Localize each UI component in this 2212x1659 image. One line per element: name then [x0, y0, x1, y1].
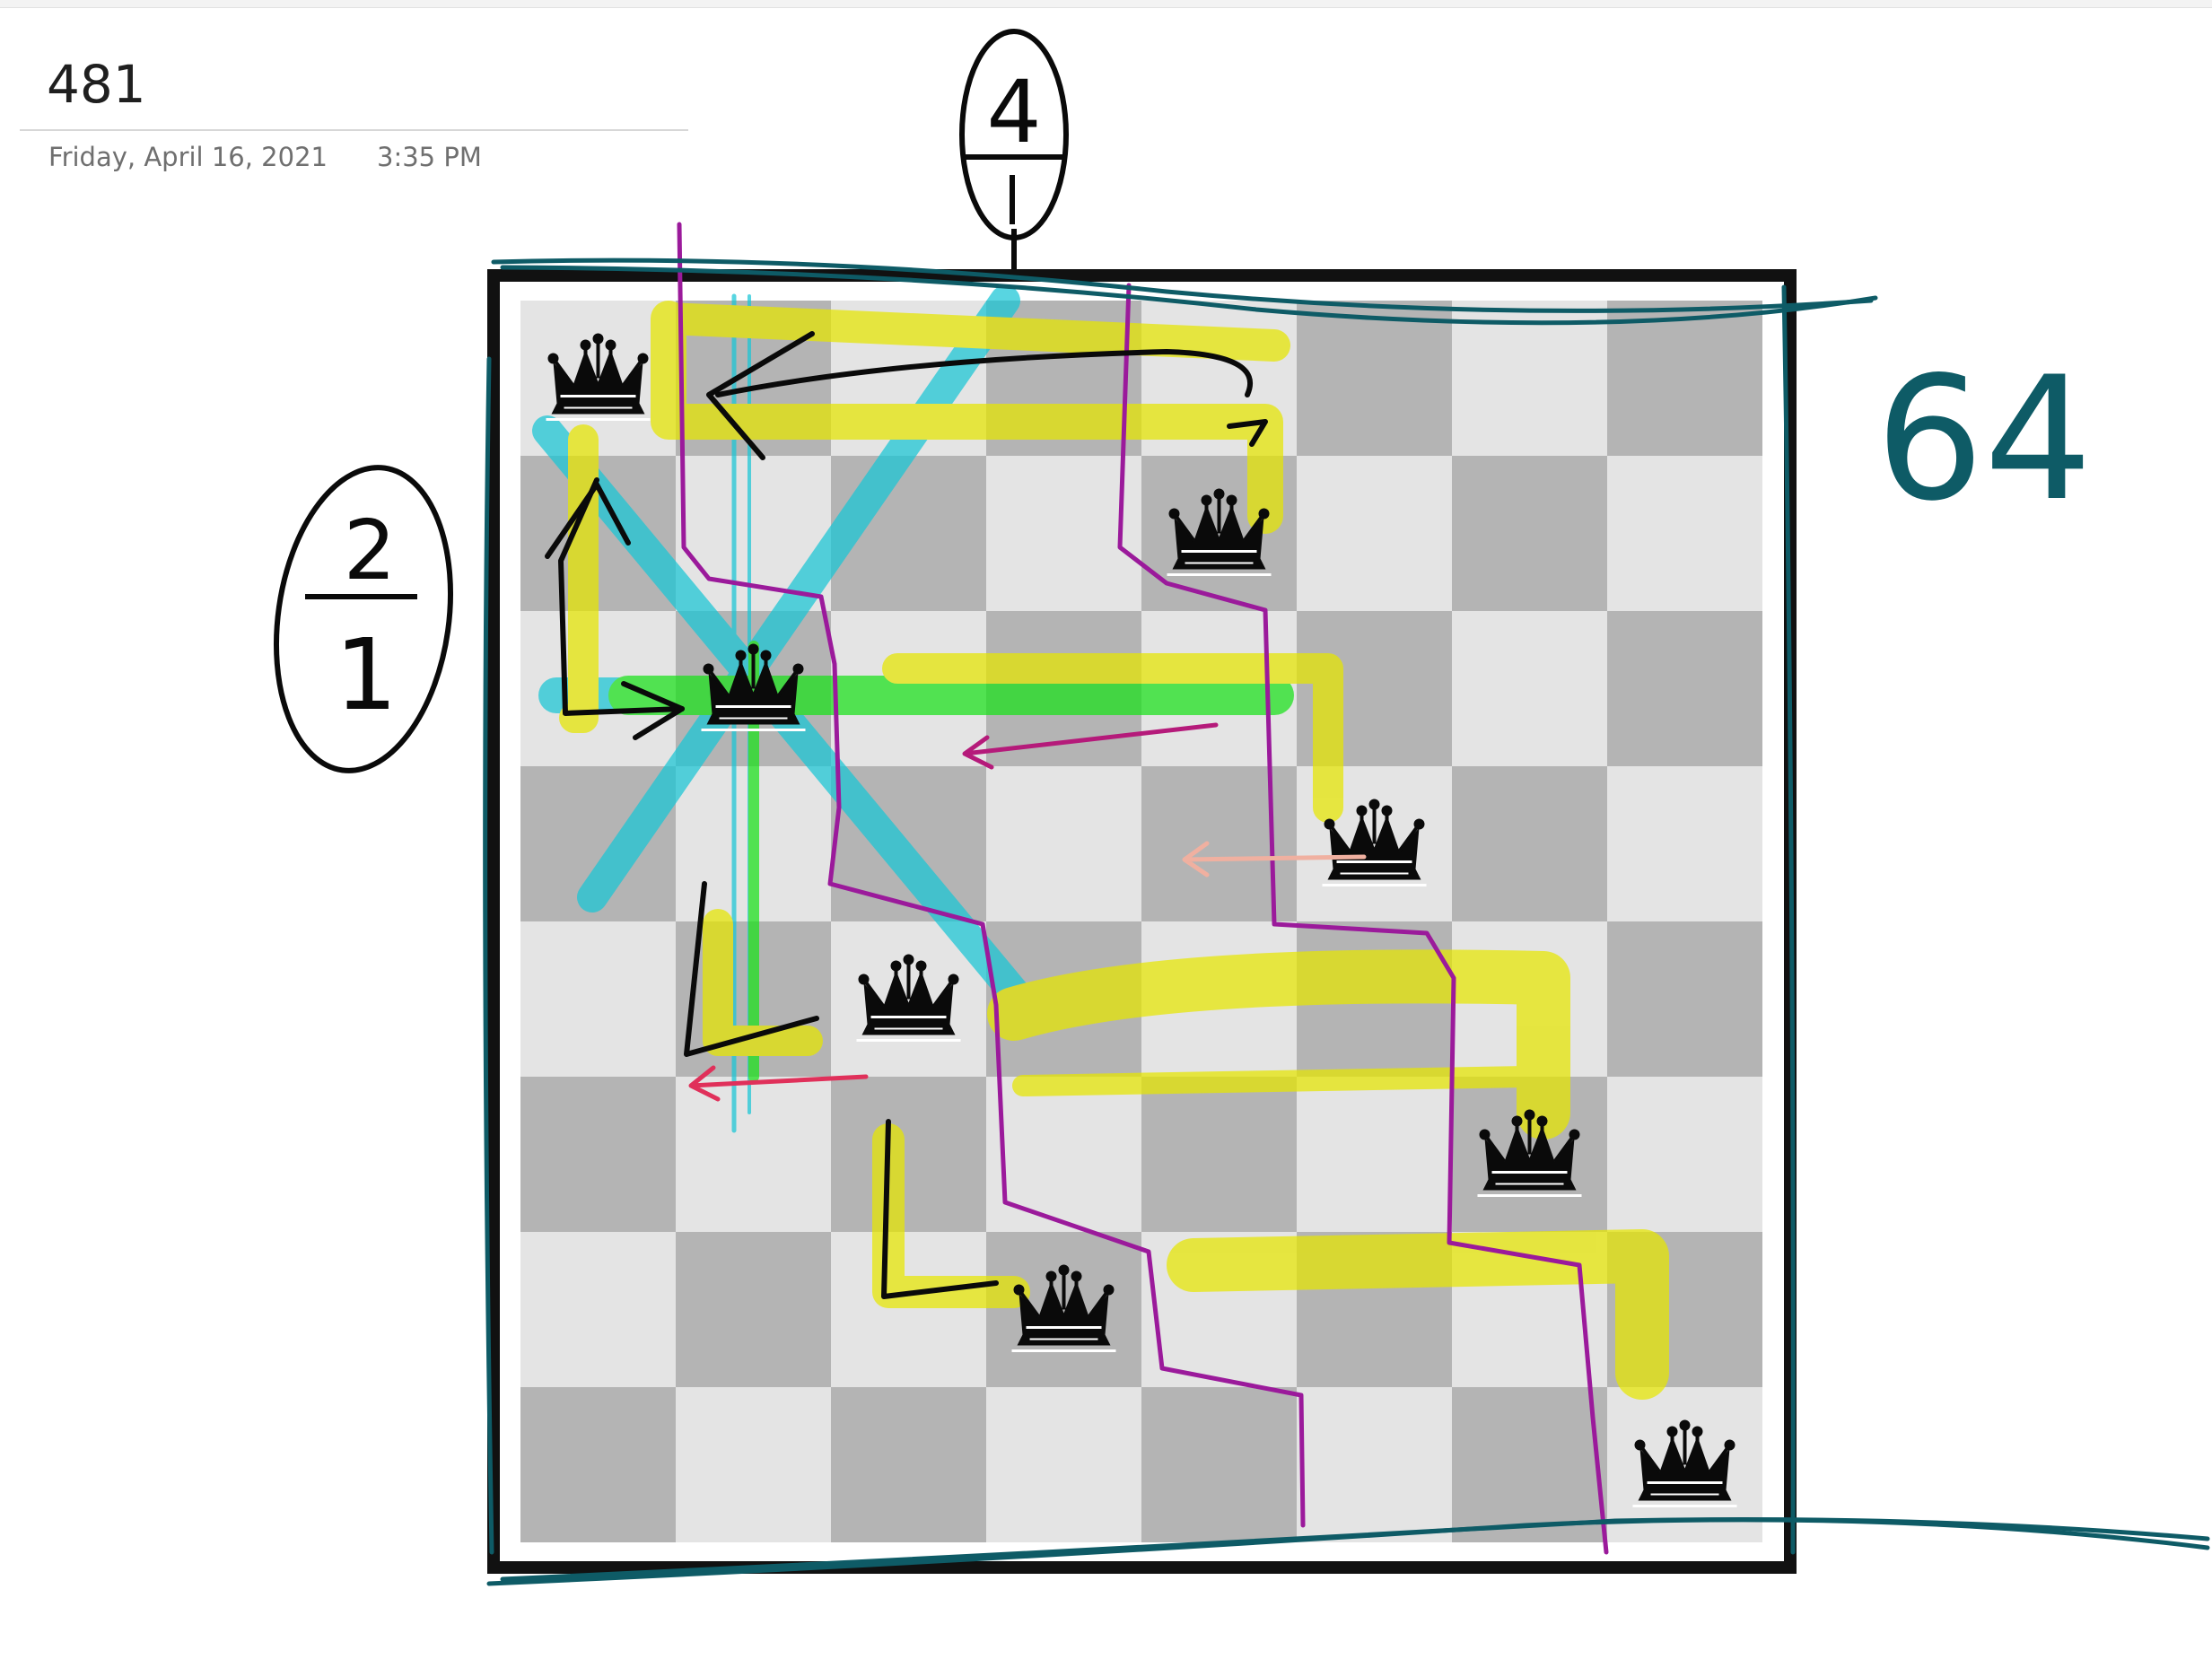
yellow-top-path	[651, 301, 1283, 534]
board-square	[986, 1077, 1141, 1232]
board-square	[1141, 1077, 1297, 1232]
black-arrowhead-right	[621, 681, 685, 740]
queen-piece	[546, 333, 651, 421]
queen-piece	[1477, 1109, 1582, 1197]
purple-staircase-left	[677, 222, 1306, 1528]
board-square	[520, 1077, 676, 1232]
peach-arrow-row3	[1182, 841, 1367, 878]
board-square	[676, 1077, 831, 1232]
board-square	[1607, 301, 1762, 456]
board-square	[831, 1077, 986, 1232]
queen-piece	[856, 954, 961, 1042]
yellow-row7-band	[1167, 1229, 1669, 1400]
board-square	[1607, 766, 1762, 921]
yellow-row5-under	[1012, 1066, 1536, 1096]
title-divider	[20, 129, 688, 131]
teal-frame-layer	[483, 258, 2210, 1586]
board-square	[1607, 456, 1762, 611]
teal-left-line	[483, 356, 494, 1555]
board-square	[831, 1387, 986, 1542]
yellow-left-path	[559, 424, 599, 733]
queen-piece	[1011, 1264, 1116, 1352]
yellow-row5-band	[987, 949, 1570, 1139]
board-square	[1297, 301, 1452, 456]
board-square	[986, 766, 1141, 921]
top-label-number: 4	[986, 62, 1041, 162]
black-arrowhead-up	[545, 482, 631, 559]
board-square	[1452, 766, 1607, 921]
handwritten-labels: 4 2 1 64	[273, 29, 2093, 773]
black-arrow-top	[715, 349, 1254, 397]
board-square	[1452, 456, 1607, 611]
board-square	[1452, 611, 1607, 766]
black-L-mark-2	[881, 1119, 999, 1299]
side-label-denominator: 1	[335, 617, 398, 732]
board-square	[1452, 301, 1607, 456]
page-title[interactable]: 481	[47, 54, 146, 115]
yellow-row5-left	[703, 909, 823, 1056]
teal-top-line-2	[500, 265, 1878, 326]
board-square	[676, 1387, 831, 1542]
note-date: Friday, April 16, 2021	[48, 142, 328, 172]
board-square	[1297, 1387, 1452, 1542]
board-square	[1297, 1077, 1452, 1232]
black-ink-layer	[545, 331, 1268, 1299]
cyan-diagonal-up	[577, 285, 1020, 912]
right-number: 64	[1875, 340, 2093, 538]
yellow-row3-path	[882, 653, 1343, 823]
board-square	[1607, 1077, 1762, 1232]
board-square	[520, 1387, 676, 1542]
board-square	[520, 1232, 676, 1387]
board-square	[1607, 921, 1762, 1077]
board-square	[986, 456, 1141, 611]
queens-layer	[546, 333, 1737, 1507]
board-square	[520, 921, 676, 1077]
board-square	[1297, 456, 1452, 611]
board-square	[676, 1232, 831, 1387]
black-arrowhead-top	[706, 331, 815, 460]
queen-piece	[1632, 1419, 1737, 1507]
side-label-circle	[273, 465, 454, 773]
top-strip	[0, 0, 2212, 8]
board-square	[831, 1232, 986, 1387]
queen-piece	[1167, 488, 1272, 576]
pink-arrow-row2	[962, 722, 1219, 770]
board-square	[1452, 1387, 1607, 1542]
side-label-numerator: 2	[344, 502, 397, 598]
board-square	[1607, 611, 1762, 766]
black-arrow-tail-top	[1227, 419, 1268, 447]
yellow-top-band	[652, 302, 1290, 362]
purple-ink-layer	[677, 222, 1609, 1555]
board-square	[1141, 1387, 1297, 1542]
teal-right-line	[1781, 284, 1796, 1555]
pink-arrow-row5	[688, 1065, 869, 1102]
teal-top-line	[491, 258, 1874, 313]
pink-ink-layer	[688, 722, 1367, 1102]
teal-bottom-line-2	[500, 1517, 2210, 1582]
queen-piece	[701, 643, 806, 731]
purple-staircase-right	[1117, 283, 1609, 1555]
board-square	[986, 1387, 1141, 1542]
note-time: 3:35 PM	[377, 142, 482, 172]
black-arrow-left-path	[558, 477, 685, 716]
black-L-mark-1	[684, 881, 819, 1057]
